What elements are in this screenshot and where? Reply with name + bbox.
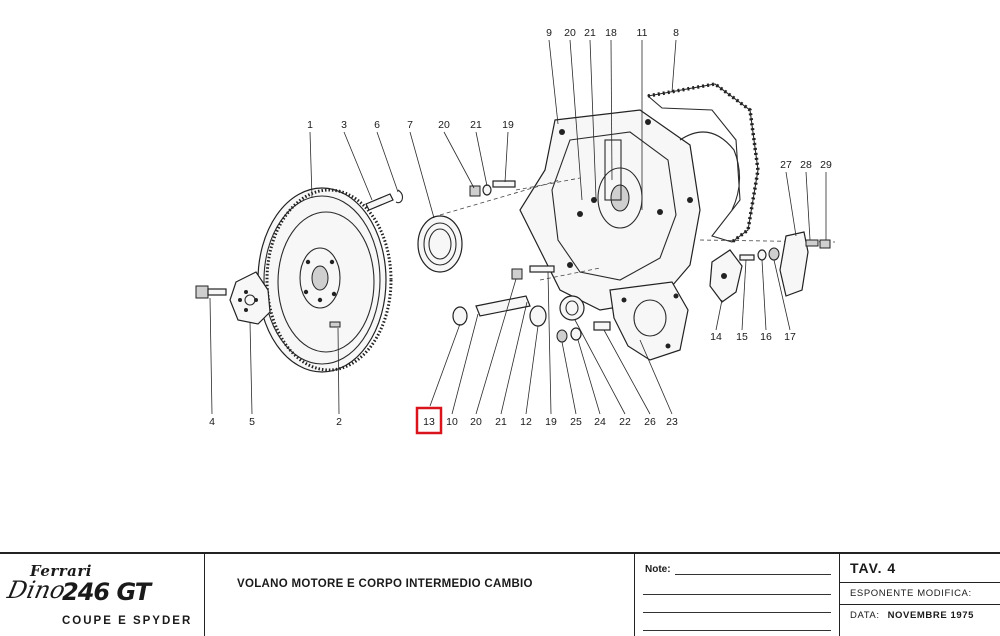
callout-19-upper: 19: [502, 119, 514, 131]
callout-13-highlight: [415, 406, 443, 435]
circlip: [395, 189, 404, 204]
intermediate-housing: [519, 109, 701, 311]
model-subtitle: COUPE E SPYDER: [62, 615, 193, 627]
flywheel-bolt: [195, 285, 227, 299]
callout-7: 7: [407, 119, 413, 131]
title-block: Ferrari Dino 246 GT COUPE E SPYDER VOLAN…: [0, 552, 1000, 636]
callout-19-lower: 19: [545, 416, 557, 428]
brand-logo-cell: Ferrari Dino 246 GT COUPE E SPYDER: [0, 554, 205, 636]
flywheel-plate: [229, 271, 271, 325]
notes-line: [643, 612, 831, 613]
shaft: [475, 295, 531, 317]
callout-26: 26: [644, 416, 656, 428]
callout-24: 24: [594, 416, 606, 428]
callout-11: 11: [637, 27, 648, 39]
flywheel: [257, 187, 393, 373]
callout-2: 2: [336, 416, 342, 428]
notes-cell: Note:: [635, 554, 840, 636]
dino-script-logo: Dino: [5, 576, 68, 604]
callout-16: 16: [760, 331, 772, 343]
callout-20-upper: 20: [438, 119, 450, 131]
washers-lower: [556, 321, 611, 343]
callout-14: 14: [710, 331, 722, 343]
sheet-info-cell: TAV. 4 ESPONENTE MODIFICA: DATA: NOVEMBRE…: [840, 554, 1000, 636]
revision-label: ESPONENTE MODIFICA:: [850, 588, 972, 599]
callout-28: 28: [800, 159, 812, 171]
callout-27: 27: [780, 159, 792, 171]
nut-washer-stud-upper: [469, 180, 516, 197]
notes-line: [643, 630, 831, 631]
leader-lines: [209, 39, 827, 415]
callout-21-lower: 21: [495, 416, 507, 428]
callout-3: 3: [341, 119, 347, 131]
notes-label: Note:: [645, 564, 671, 575]
nut-stud-lower: [511, 265, 555, 280]
gasket: [646, 82, 760, 244]
callout-20-lower: 20: [470, 416, 482, 428]
date-value: NOVEMBRE 1975: [887, 610, 975, 621]
o-ring-12: [529, 305, 547, 327]
date-row: DATA: NOVEMBRE 1975: [850, 610, 974, 621]
callout-8: 8: [673, 27, 679, 39]
callout-17: 17: [784, 331, 796, 343]
callout-25: 25: [570, 416, 582, 428]
model-number-logo: 246 GT: [62, 578, 151, 606]
divider: [840, 604, 1000, 605]
callout-29: 29: [820, 159, 832, 171]
clamp: [779, 231, 831, 297]
callout-5: 5: [249, 416, 255, 428]
callout-12: 12: [520, 416, 532, 428]
drawing-title-cell: VOLANO MOTORE E CORPO INTERMEDIO CAMBIO: [205, 554, 635, 636]
callout-1: 1: [307, 119, 313, 131]
housing-cover: [609, 281, 689, 361]
ferrari-logo: Ferrari: [30, 562, 92, 580]
callout-13: 13: [423, 416, 435, 428]
callout-6: 6: [374, 119, 380, 131]
dowel-pin: [365, 193, 394, 211]
callout-4: 4: [209, 416, 215, 428]
sheet-number: TAV. 4: [850, 560, 897, 576]
callout-9: 9: [546, 27, 552, 39]
oil-seal: [417, 215, 463, 273]
drawing-title: VOLANO MOTORE E CORPO INTERMEDIO CAMBIO: [237, 578, 533, 590]
bushing: [559, 295, 585, 321]
callout-21-upper: 21: [470, 119, 482, 131]
notes-line: [675, 574, 831, 575]
callout-15: 15: [736, 331, 748, 343]
notes-line: [643, 594, 831, 595]
callout-22: 22: [619, 416, 631, 428]
divider: [840, 582, 1000, 583]
callout-21-top: 21: [584, 27, 596, 39]
exploded-parts-diagram: 1 3 6 7 20 21 19 9 20 21 18 11 8 27 28 2…: [195, 27, 836, 435]
callout-20-top: 20: [564, 27, 576, 39]
callout-18: 18: [605, 27, 617, 39]
bracket: [709, 247, 780, 303]
callout-10: 10: [446, 416, 458, 428]
callout-23: 23: [666, 416, 678, 428]
o-ring-13: [452, 306, 468, 326]
callout-numbers: 1 3 6 7 20 21 19 9 20 21 18 11 8 27 28 2…: [209, 27, 832, 435]
date-label: DATA:: [850, 610, 880, 621]
